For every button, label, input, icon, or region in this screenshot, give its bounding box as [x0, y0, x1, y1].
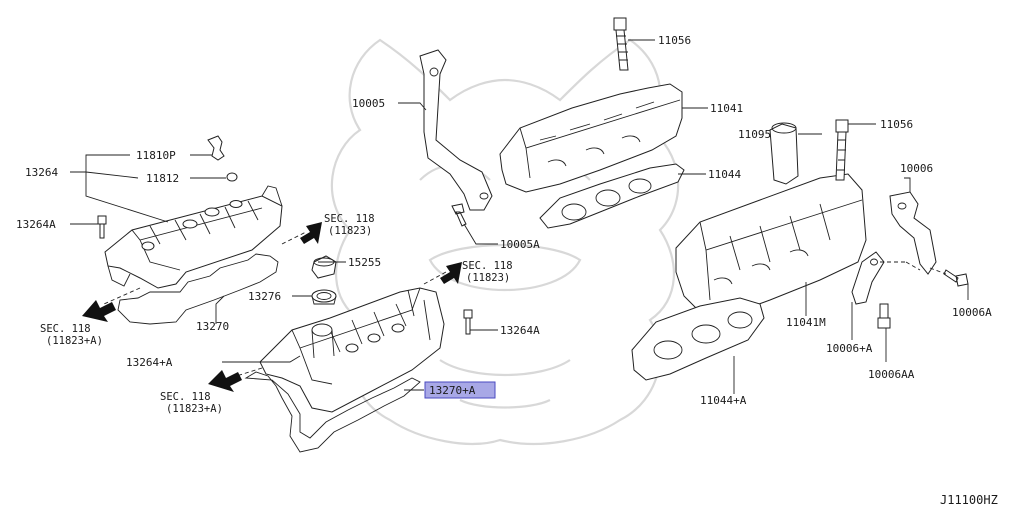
part-label-11810p[interactable]: 11810P: [136, 149, 176, 162]
part-label-15255[interactable]: 15255: [348, 256, 381, 269]
part-label-10005[interactable]: 10005: [352, 97, 385, 110]
part-label-13270-plus-a[interactable]: 13270+A: [429, 384, 476, 397]
sec-arrow-mid: [423, 262, 462, 285]
part-label-10006a[interactable]: 10006A: [952, 306, 992, 319]
bolt-icon: [97, 215, 107, 239]
part-label-10006[interactable]: 10006: [900, 162, 933, 175]
part-label-13264a-left[interactable]: 13264A: [16, 218, 56, 231]
part-label-11812[interactable]: 11812: [146, 172, 179, 185]
part-label-10006aa[interactable]: 10006AA: [868, 368, 915, 381]
diagram-code: J11100HZ: [940, 493, 998, 507]
sec-ref-bottom-line1[interactable]: SEC. 118: [160, 391, 211, 403]
part-label-13276[interactable]: 13276: [248, 290, 281, 303]
part-label-13270[interactable]: 13270: [196, 320, 229, 333]
sec-ref-topmid-line2[interactable]: (11823): [328, 225, 372, 237]
highlight-box: [424, 381, 496, 399]
part-label-group: 11056 11041 10005 11095 11056 11810P 132…: [16, 34, 992, 407]
head-gasket-lower[interactable]: [631, 297, 765, 381]
oil-filler-cap-icon: [311, 255, 337, 279]
part-label-11095[interactable]: 11095: [738, 128, 771, 141]
bolt-icon-10006a: [943, 269, 969, 287]
part-label-13264-plus-a[interactable]: 13264+A: [126, 356, 173, 369]
sec-ref-mid-line2[interactable]: (11823): [466, 272, 510, 284]
section-ref-group: SEC. 118 (11823+A) SEC. 118 (11823) SEC.…: [40, 213, 513, 415]
part-label-11056-top[interactable]: 11056: [658, 34, 691, 47]
part-label-10006-plus-a[interactable]: 10006+A: [826, 342, 873, 355]
cylinder-head-lower[interactable]: [675, 119, 867, 317]
bracket-10006[interactable]: [889, 191, 937, 275]
part-label-11041[interactable]: 11041: [710, 102, 743, 115]
cylinder-head-upper[interactable]: [499, 17, 683, 193]
bracket-10005[interactable]: [419, 49, 493, 211]
sec-arrow-topmid: [281, 222, 322, 245]
sec-ref-topmid-line1[interactable]: SEC. 118: [324, 213, 375, 225]
sec-ref-left-line2[interactable]: (11823+A): [46, 335, 103, 347]
pcv-valve-icon: [207, 135, 225, 161]
sec-ref-left-line1[interactable]: SEC. 118: [40, 323, 91, 335]
leader-lines: [70, 39, 969, 394]
part-label-10005a[interactable]: 10005A: [500, 238, 540, 251]
part-label-11044[interactable]: 11044: [708, 168, 741, 181]
part-label-11056-right[interactable]: 11056: [880, 118, 913, 131]
seal-icon: [311, 289, 337, 303]
bolt-icon-10006aa: [877, 303, 891, 329]
gasket-13270-plus-a[interactable]: [244, 371, 421, 453]
bolt-icon-mid: [463, 309, 473, 335]
sec-ref-bottom-line2[interactable]: (11823+A): [166, 403, 223, 415]
sec-ref-mid-line1[interactable]: SEC. 118: [462, 260, 513, 272]
bolt-icon-10005a: [451, 203, 467, 227]
sec-arrow-bottom: [208, 367, 263, 392]
part-label-11041m[interactable]: 11041M: [786, 316, 826, 329]
rocker-cover-left[interactable]: [97, 135, 283, 289]
head-gasket-upper[interactable]: [539, 163, 685, 229]
sleeve-icon: [769, 123, 799, 185]
o-ring-icon: [226, 172, 238, 182]
gasket-13270[interactable]: [117, 253, 279, 325]
part-label-13264[interactable]: 13264: [25, 166, 58, 179]
rocker-cover-right[interactable]: [259, 255, 473, 413]
sec-arrow-left: [82, 287, 141, 322]
part-label-11044-plus-a[interactable]: 11044+A: [700, 394, 747, 407]
part-label-13264a-mid[interactable]: 13264A: [500, 324, 540, 337]
